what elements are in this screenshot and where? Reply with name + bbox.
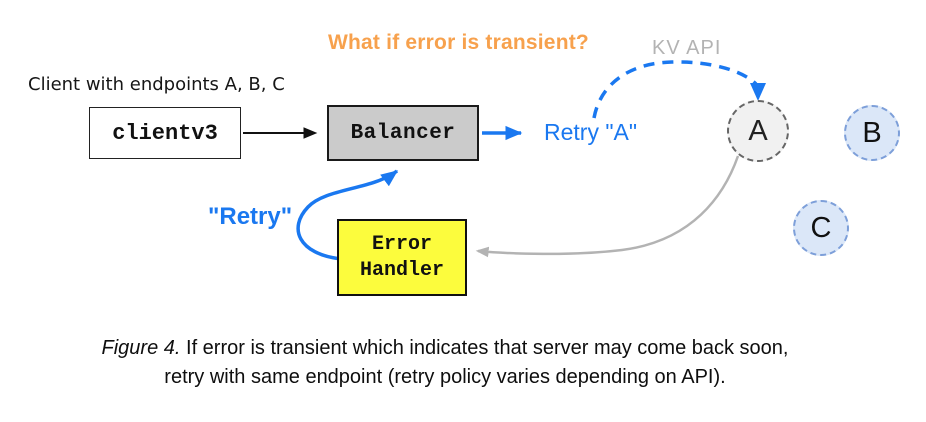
transient-error-question: What if error is transient? xyxy=(328,31,589,54)
endpoint-b-node: B xyxy=(844,105,900,161)
endpoint-c-label: C xyxy=(810,211,832,244)
figure-caption-line2: retry with same endpoint (retry policy v… xyxy=(164,366,726,388)
balancer-node: Balancer xyxy=(327,105,479,161)
error-handler-label-line1: Error xyxy=(371,232,432,256)
arrowhead-endpoint-a xyxy=(750,83,766,101)
endpoint-a-label: A xyxy=(748,114,768,147)
endpoint-c-node: C xyxy=(793,200,849,256)
dashed-arc-retry-to-endpoint-a xyxy=(592,60,758,119)
figure-caption: Figure 4. If error is transient which in… xyxy=(0,334,890,392)
retry-a-label: Retry "A" xyxy=(544,119,638,145)
figure-caption-line1-text: If error is transient which indicates th… xyxy=(180,337,789,359)
endpoint-a-node: A xyxy=(727,100,789,162)
balancer-node-label: Balancer xyxy=(350,121,456,145)
clientv3-node: clientv3 xyxy=(89,107,241,159)
kv-api-label: KV API xyxy=(652,37,722,59)
curve-error-handler-to-balancer xyxy=(296,169,399,261)
error-handler-node: Error Handler xyxy=(337,219,467,296)
error-handler-label-line2: Handler xyxy=(359,258,444,282)
curve-endpoint-a-to-error-handler xyxy=(475,155,740,258)
figure-number: Figure 4. xyxy=(101,337,181,359)
figure-caption-line1: Figure 4. If error is transient which in… xyxy=(0,334,890,363)
client-endpoints-caption: Client with endpoints A, B, C xyxy=(28,74,285,95)
clientv3-node-label: clientv3 xyxy=(112,120,218,146)
retry-label: "Retry" xyxy=(208,203,293,230)
endpoint-b-label: B xyxy=(862,116,882,149)
